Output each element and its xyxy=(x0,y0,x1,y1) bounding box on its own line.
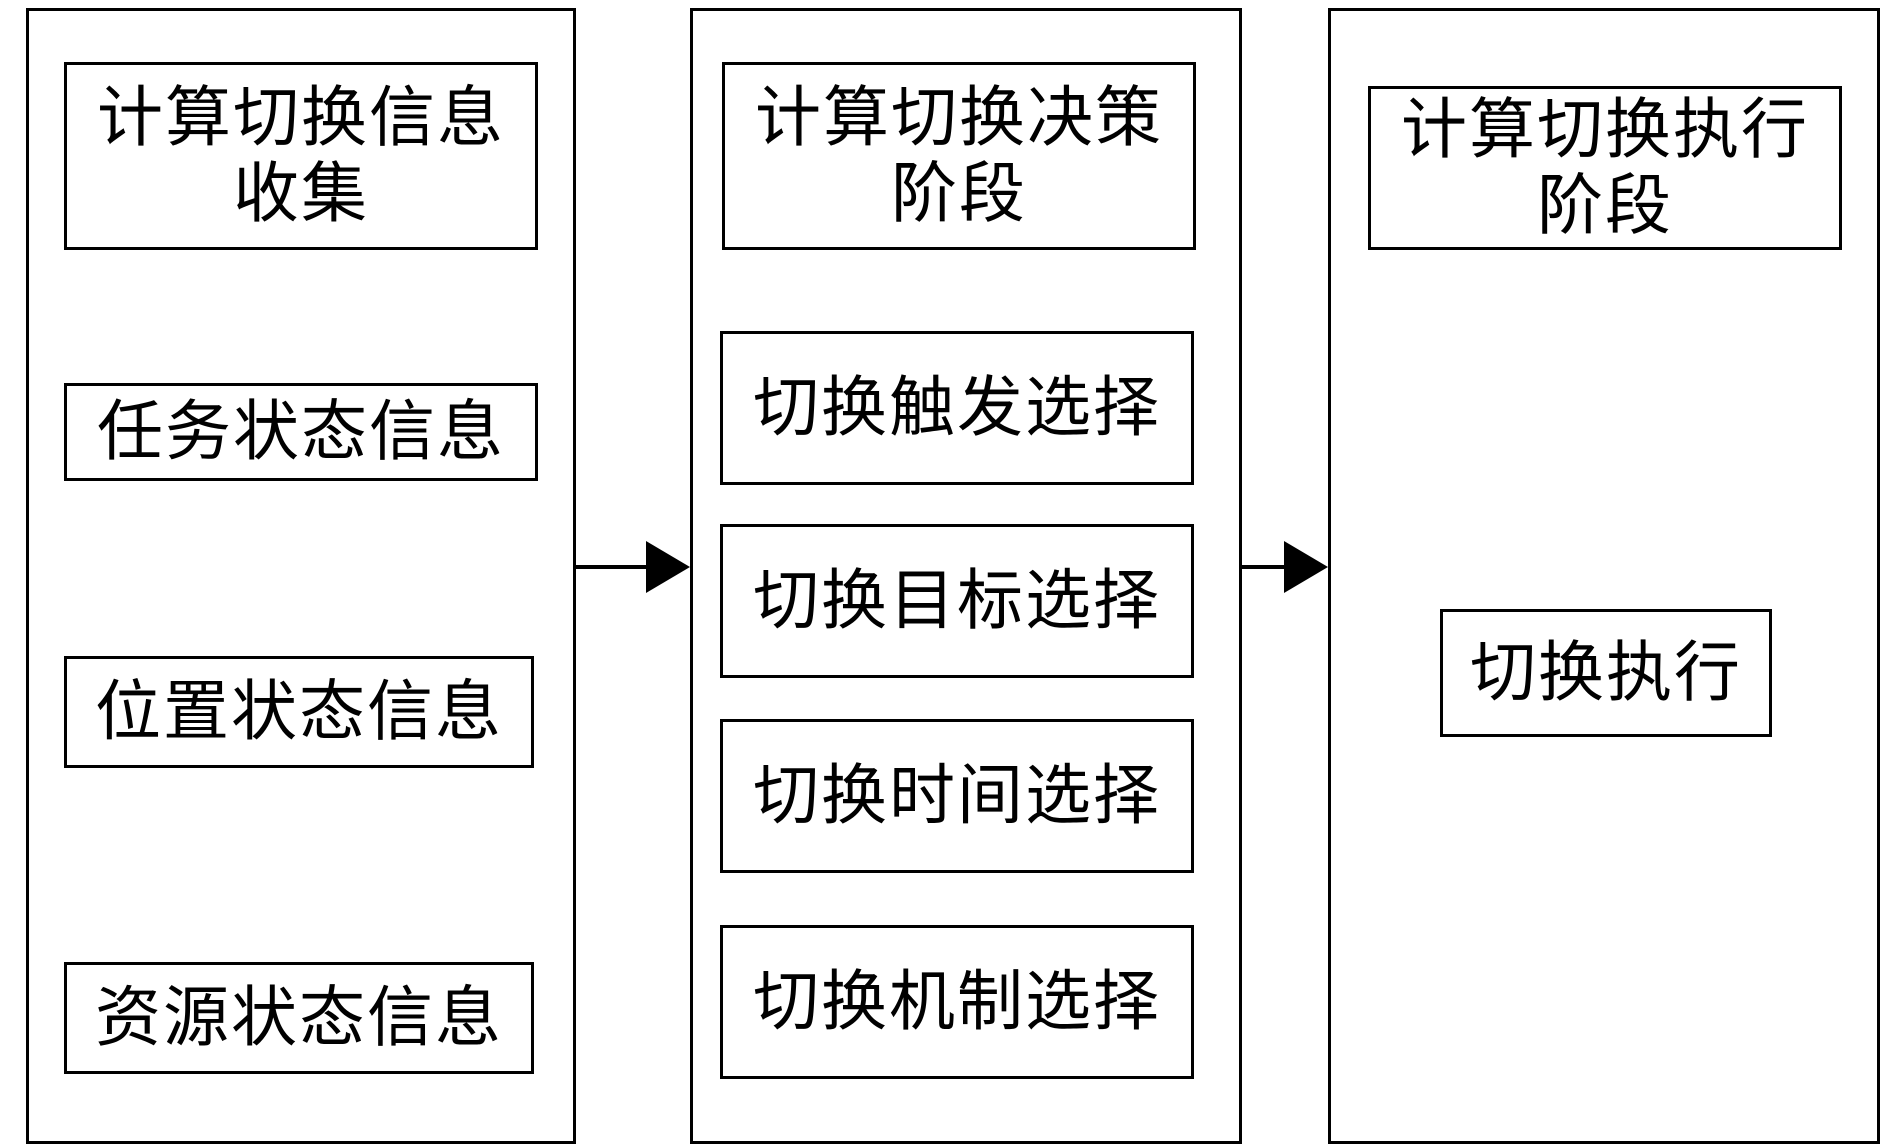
stage-title-decision-text: 计算切换决策阶段 xyxy=(755,79,1163,232)
stage-title-execution-text: 计算切换执行阶段 xyxy=(1401,91,1809,244)
decision-box-mechanism: 切换机制选择 xyxy=(720,925,1194,1079)
stage-title-execution: 计算切换执行阶段 xyxy=(1368,86,1842,250)
info-box-resource-state-text: 资源状态信息 xyxy=(95,979,503,1057)
info-box-resource-state: 资源状态信息 xyxy=(64,962,534,1074)
execution-box-text: 切换执行 xyxy=(1470,634,1742,712)
info-box-task-state: 任务状态信息 xyxy=(64,383,538,481)
decision-box-time: 切换时间选择 xyxy=(720,719,1194,873)
stage-title-decision: 计算切换决策阶段 xyxy=(722,62,1196,250)
execution-box: 切换执行 xyxy=(1440,609,1772,737)
decision-box-mechanism-text: 切换机制选择 xyxy=(753,963,1161,1041)
info-box-task-state-text: 任务状态信息 xyxy=(97,393,505,471)
decision-box-target: 切换目标选择 xyxy=(720,524,1194,678)
info-box-location-state: 位置状态信息 xyxy=(64,656,534,768)
info-box-location-state-text: 位置状态信息 xyxy=(95,673,503,751)
decision-box-trigger-text: 切换触发选择 xyxy=(753,369,1161,447)
decision-box-trigger: 切换触发选择 xyxy=(720,331,1194,485)
arrowhead-collection-to-decision xyxy=(646,541,690,593)
stage-title-collection: 计算切换信息收集 xyxy=(64,62,538,250)
stage-title-collection-text: 计算切换信息收集 xyxy=(97,79,505,232)
arrowhead-decision-to-execution xyxy=(1284,541,1328,593)
decision-box-target-text: 切换目标选择 xyxy=(753,562,1161,640)
decision-box-time-text: 切换时间选择 xyxy=(753,757,1161,835)
